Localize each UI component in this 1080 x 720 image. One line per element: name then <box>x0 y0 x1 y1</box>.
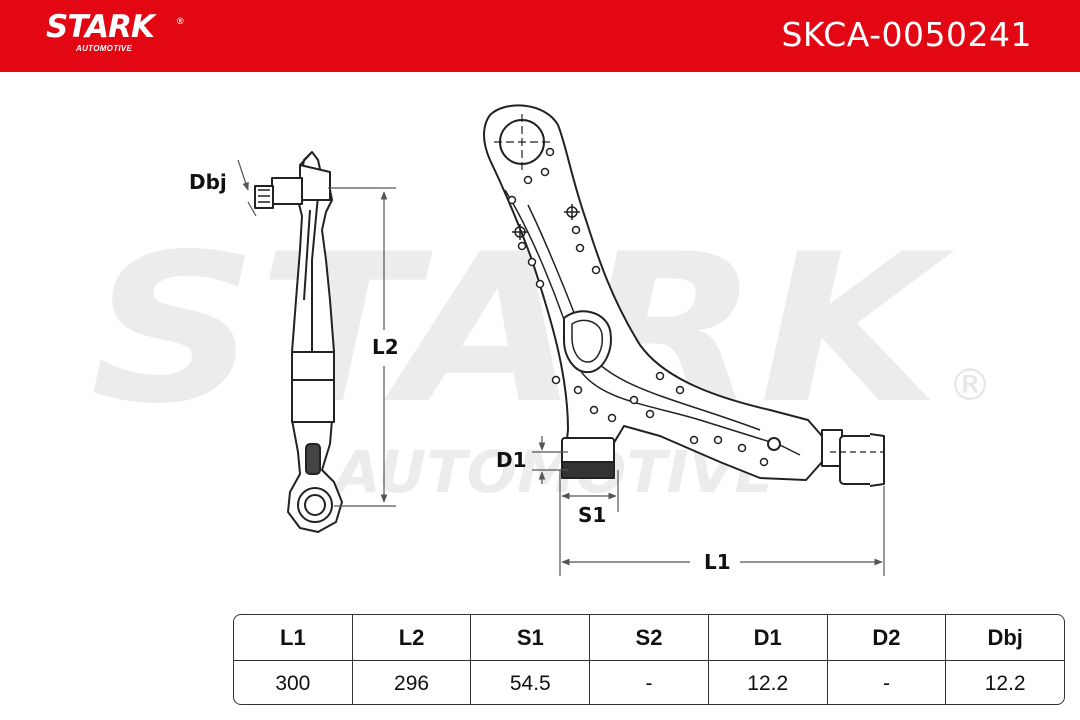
spec-table-header-row: L1 L2 S1 S2 D1 D2 Dbj <box>234 615 1064 661</box>
spec-header-cell: Dbj <box>987 624 1023 650</box>
header-bar: STARK ® AUTOMOTIVE SKCA-0050241 <box>0 0 1080 72</box>
spec-header-cell: L1 <box>234 615 353 660</box>
watermark-registered-mark: ® <box>948 360 992 411</box>
watermark-text: STARK <box>90 211 955 449</box>
spec-table: L1 L2 S1 S2 D1 D2 Dbj 300 296 54.5 - 12.… <box>233 614 1065 705</box>
arm-top-view <box>483 104 885 487</box>
spec-value-cell: 296 <box>353 661 472 704</box>
spec-header-cell: L2 <box>353 615 472 660</box>
spec-header-cell: D1 <box>709 615 828 660</box>
label-s1: S1 <box>578 503 606 527</box>
spec-header-cell: D2 <box>828 615 947 660</box>
spec-value-cell: 12.2 <box>984 671 1026 695</box>
spec-value-cell: - <box>828 661 947 704</box>
dimension-lines <box>237 159 885 576</box>
logo-brand: STARK <box>46 9 155 45</box>
logo-subtitle: AUTOMOTIVE <box>76 44 133 53</box>
spec-value-cell: 54.5 <box>471 661 591 704</box>
spec-header-cell: S2 <box>590 615 709 660</box>
spec-header-cell: S1 <box>471 615 591 660</box>
arm-side-view <box>254 151 343 533</box>
spec-table-value-row: 300 296 54.5 - 12.2 - 12.2 <box>234 661 1064 704</box>
label-d1: D1 <box>496 448 527 472</box>
dimension-labels: Dbj L2 D1 S1 L1 <box>189 170 731 574</box>
label-dbj: Dbj <box>189 170 227 194</box>
label-l1: L1 <box>704 550 731 574</box>
part-number: SKCA-0050241 <box>781 15 1032 54</box>
spec-value-cell: 12.2 <box>709 661 828 704</box>
technical-drawing: STARK AUTOMOTIVE ® <box>90 104 992 576</box>
stark-logo: STARK ® AUTOMOTIVE <box>46 9 184 53</box>
logo-registered-mark: ® <box>177 16 184 26</box>
spec-value-cell: - <box>590 661 709 704</box>
label-l2: L2 <box>372 335 399 359</box>
spec-value-cell: 300 <box>234 661 353 704</box>
